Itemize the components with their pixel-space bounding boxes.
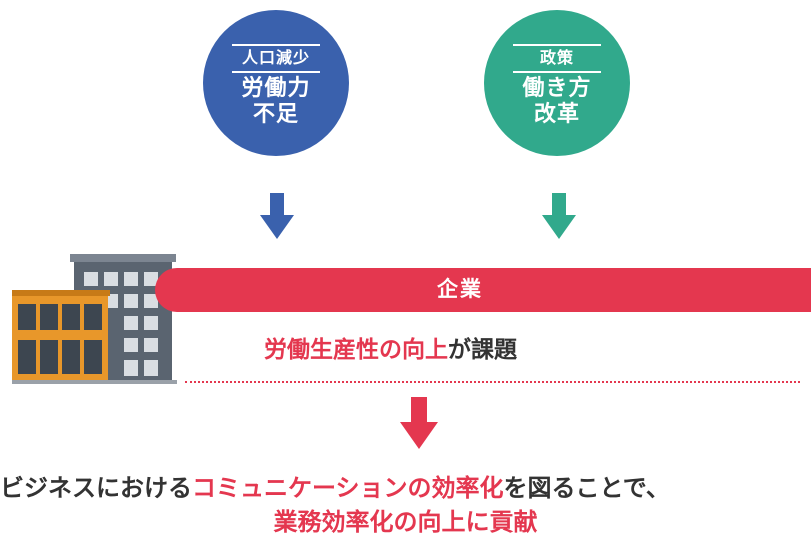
circle-work-reform: 政策 働き方 改革 <box>484 10 630 156</box>
issue-text: 労働生産性の向上が課題 <box>264 330 517 364</box>
building-icon <box>12 254 177 384</box>
conclusion-line-1: ビジネスにおけるコミュニケーションの効率化を図ることで、 <box>0 468 670 503</box>
circle-labor-shortage: 人口減少 労働力 不足 <box>203 10 349 156</box>
circle-big-label: 労働力 不足 <box>203 76 349 128</box>
dotted-divider <box>185 381 800 383</box>
circle-big-line: 働き方 <box>522 76 592 101</box>
company-label: 企業 <box>437 277 483 301</box>
circle-big-line: 不足 <box>252 102 299 127</box>
issue-rest: が課題 <box>448 337 517 363</box>
arrow-down-icon <box>542 193 576 239</box>
company-bar <box>155 268 811 312</box>
circle-small-label: 人口減少 <box>232 44 320 73</box>
circle-big-label: 働き方 改革 <box>484 76 630 128</box>
issue-highlight: 労働生産性の向上 <box>264 337 448 363</box>
conclusion-part: を図ることで、 <box>503 474 670 502</box>
arrow-down-icon <box>400 397 438 449</box>
circle-big-line: 改革 <box>533 102 580 127</box>
conclusion-part: ビジネスにおける <box>0 474 192 502</box>
circle-big-line: 労働力 <box>241 76 311 101</box>
conclusion-highlight: コミュニケーションの効率化 <box>192 474 504 502</box>
conclusion-line-2: 業務効率化の向上に貢献 <box>273 508 538 536</box>
circle-small-label: 政策 <box>513 44 601 73</box>
arrow-down-icon <box>260 193 294 239</box>
